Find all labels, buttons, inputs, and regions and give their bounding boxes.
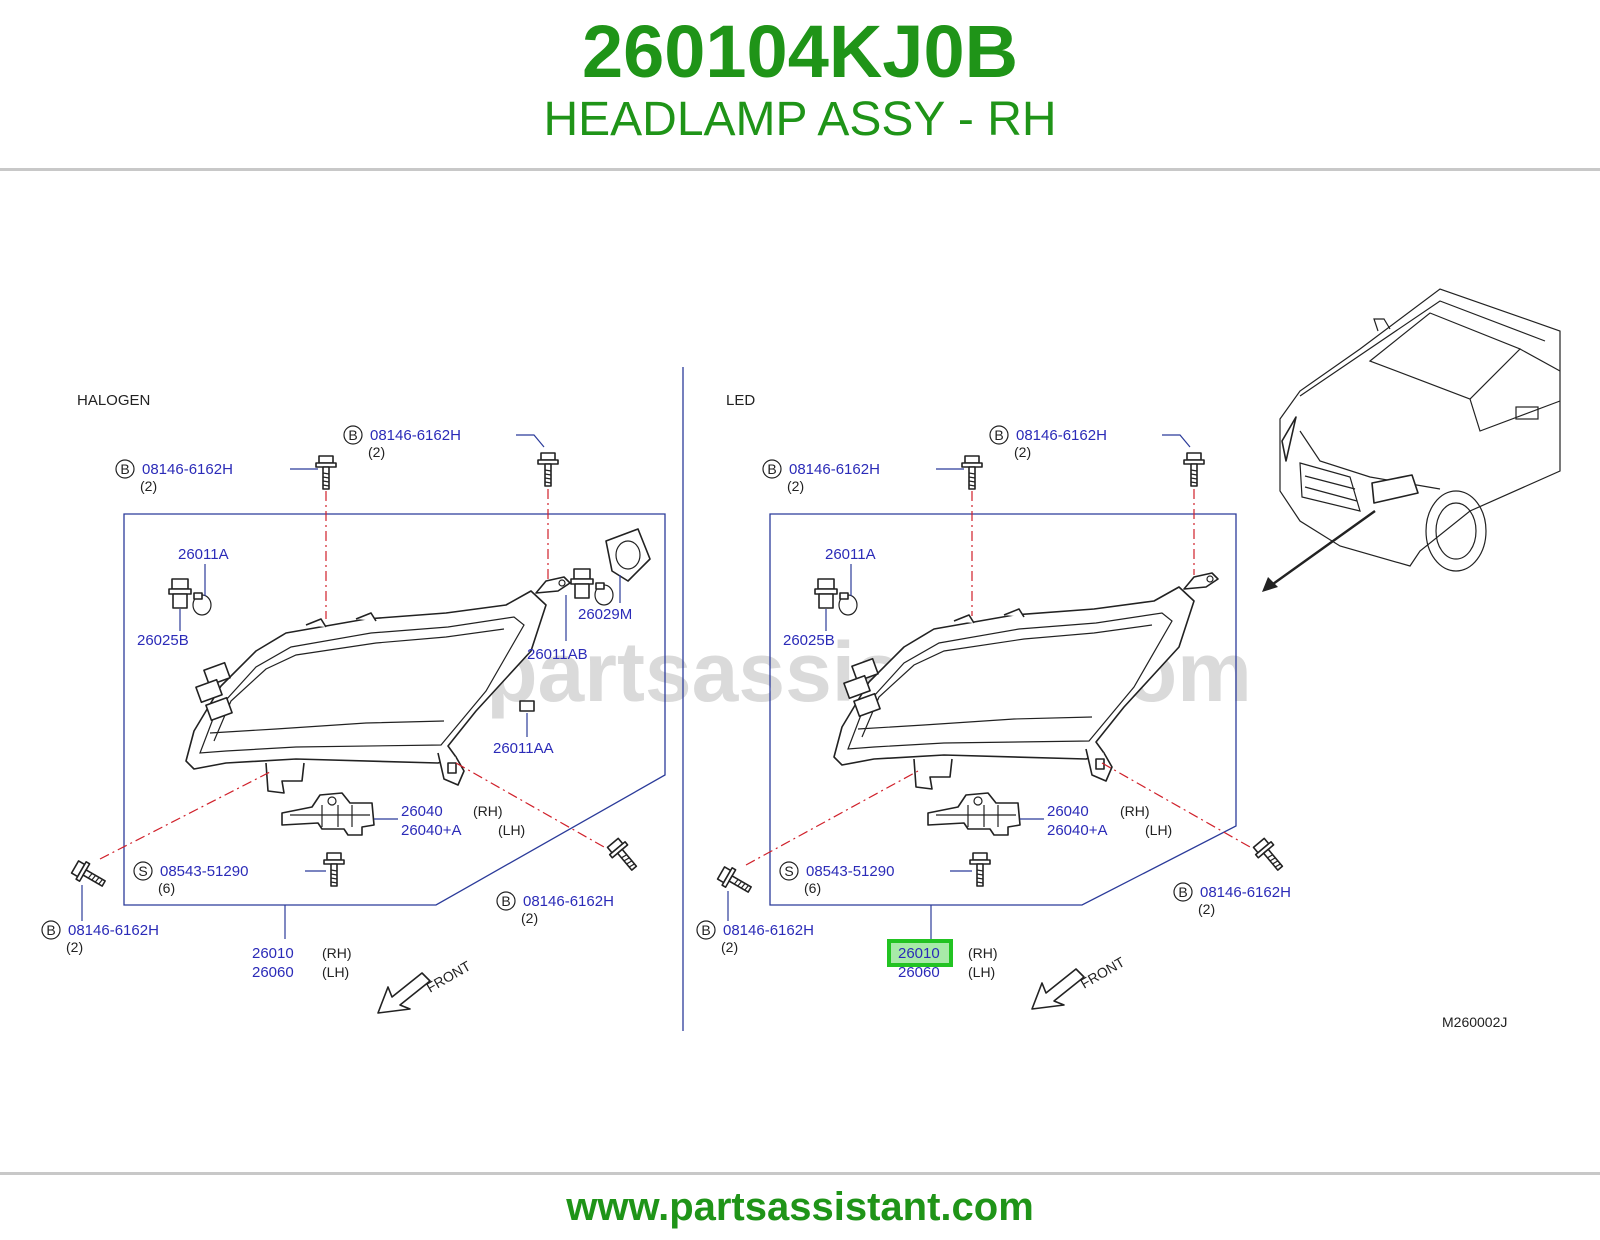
halogen-bolt-top-left-part: 08146-6162H — [142, 461, 233, 478]
diagram-code: M260002J — [1442, 1014, 1507, 1030]
halogen-bracket-icon — [281, 792, 375, 836]
led-bolt-bottom-left-part: 08146-6162H — [723, 922, 814, 939]
halogen-cap-part: 26029M — [578, 606, 632, 623]
led-assy-rh-part[interactable]: 26010 — [898, 945, 940, 962]
halogen-bracket-lh-side: (LH) — [498, 822, 525, 838]
halogen-bolt-top-left-symbol-circle — [115, 459, 135, 479]
halogen-label: HALOGEN — [77, 392, 150, 409]
led-bolt-bottom-left-symbol: B — [701, 922, 710, 938]
halogen-bolt-bottom-right-icon — [604, 835, 643, 876]
halogen-bracket-rh-side: (RH) — [473, 803, 503, 819]
halogen-bolt-top-left-symbol: B — [120, 461, 129, 477]
led-bolt-bottom-left-qty: (2) — [721, 939, 738, 955]
led-bolt-top-right-qty: (2) — [1014, 444, 1031, 460]
led-screw-icon — [969, 852, 991, 887]
halogen-small-bulb-icon — [519, 700, 535, 712]
led-bulb-part: 26025B — [783, 632, 835, 649]
led-socket-part: 26011A — [825, 546, 876, 563]
led-assy-lh-part: 26060 — [898, 964, 940, 981]
vehicle-location-sketch — [1262, 288, 1561, 592]
led-bolt-top-right-icon — [1183, 452, 1205, 487]
led-front-label: FRONT — [1078, 953, 1128, 991]
page-header: 260104KJ0B HEADLAMP ASSY - RH — [0, 0, 1600, 168]
halogen-screw-symbol-circle — [133, 861, 153, 881]
halogen-bolt-bottom-left-symbol-circle — [41, 920, 61, 940]
led-bolt-top-left-symbol: B — [767, 461, 776, 477]
led-bolt-bottom-right-symbol-circle — [1173, 882, 1193, 902]
led-section: LED B 08146-6162H (2) B 08146-6162H (2) … — [696, 392, 1291, 1010]
led-front-arrow-icon — [1031, 968, 1085, 1010]
halogen-small-bulb-part: 26011AA — [493, 740, 554, 757]
halogen-assy-rh-side: (RH) — [322, 945, 352, 961]
led-bracket-icon — [927, 792, 1021, 836]
halogen-assy-lh-part: 26060 — [252, 964, 294, 981]
halogen-bolt-top-right-symbol-circle — [343, 425, 363, 445]
halogen-bolt-top-right-icon — [537, 452, 559, 487]
footer-website[interactable]: www.partsassistant.com — [566, 1185, 1034, 1229]
halogen-bolt-top-left-icon — [315, 455, 337, 490]
led-bolt-bottom-right-qty: (2) — [1198, 901, 1215, 917]
parts-diagram: www.partsassistant.com HALOGEN B 08146-6… — [41, 288, 1561, 1031]
halogen-bolt-bottom-left-icon — [69, 857, 110, 893]
halogen-section: HALOGEN B 08146-6162H (2) B 08146-6162H … — [41, 392, 666, 1014]
halogen-main-socket-part: 26011AB — [527, 646, 588, 663]
halogen-frame — [123, 513, 666, 906]
led-bolt-bottom-left-icon — [715, 863, 756, 899]
led-screw-part: 08543-51290 — [806, 863, 894, 880]
halogen-bolt-bottom-right-qty: (2) — [521, 910, 538, 926]
halogen-main-socket-icon — [570, 568, 614, 606]
halogen-bolt-bottom-left-qty: (2) — [66, 939, 83, 955]
halogen-bolt-top-right-part: 08146-6162H — [370, 427, 461, 444]
led-bolt-top-left-symbol-circle — [762, 459, 782, 479]
led-label: LED — [726, 392, 755, 409]
led-bracket-rh-part: 26040 — [1047, 803, 1089, 820]
footer-divider — [0, 1172, 1600, 1175]
led-bolt-top-left-part: 08146-6162H — [789, 461, 880, 478]
halogen-screw-qty: (6) — [158, 880, 175, 896]
halogen-bolt-bottom-right-part: 08146-6162H — [523, 893, 614, 910]
led-screw-symbol: S — [784, 863, 793, 879]
led-bolt-top-right-symbol: B — [994, 427, 1003, 443]
highlighted-part-box[interactable] — [887, 939, 953, 967]
led-assy-lh-side: (LH) — [968, 964, 995, 980]
halogen-screw-icon — [323, 852, 345, 887]
halogen-bracket-lh-part: 26040+A — [401, 822, 461, 839]
part-number-title: 260104KJ0B — [581, 10, 1019, 93]
halogen-bolt-bottom-right-symbol: B — [501, 893, 510, 909]
halogen-bolt-top-left-qty: (2) — [140, 478, 157, 494]
halogen-socket-part: 26011A — [178, 546, 229, 563]
led-bolt-bottom-right-part: 08146-6162H — [1200, 884, 1291, 901]
led-bolt-bottom-right-icon — [1250, 835, 1289, 876]
led-bracket-lh-part: 26040+A — [1047, 822, 1107, 839]
led-bolt-top-right-symbol-circle — [989, 425, 1009, 445]
led-screw-qty: (6) — [804, 880, 821, 896]
halogen-bolt-top-right-symbol: B — [348, 427, 357, 443]
halogen-bolt-top-right-qty: (2) — [368, 444, 385, 460]
led-bracket-lh-side: (LH) — [1145, 822, 1172, 838]
led-bracket-rh-side: (RH) — [1120, 803, 1150, 819]
led-frame — [769, 513, 1237, 906]
led-bolt-bottom-right-symbol: B — [1178, 884, 1187, 900]
halogen-bulb-part: 26025B — [137, 632, 189, 649]
halogen-bolt-bottom-right-symbol-circle — [496, 891, 516, 911]
halogen-front-arrow-icon — [377, 972, 431, 1014]
halogen-front-label: FRONT — [424, 957, 474, 995]
led-bolt-bottom-left-symbol-circle — [696, 920, 716, 940]
halogen-assy-lh-side: (LH) — [322, 964, 349, 980]
led-assy-rh-side: (RH) — [968, 945, 998, 961]
part-description: HEADLAMP ASSY - RH — [543, 93, 1057, 146]
led-bolt-top-right-part: 08146-6162H — [1016, 427, 1107, 444]
halogen-screw-part: 08543-51290 — [160, 863, 248, 880]
halogen-bracket-rh-part: 26040 — [401, 803, 443, 820]
led-screw-symbol-circle — [779, 861, 799, 881]
header-divider — [0, 168, 1600, 171]
halogen-bolt-bottom-left-symbol: B — [46, 922, 55, 938]
halogen-screw-symbol: S — [138, 863, 147, 879]
halogen-bolt-bottom-left-part: 08146-6162H — [68, 922, 159, 939]
led-bolt-top-left-icon — [961, 455, 983, 490]
led-bolt-top-left-qty: (2) — [787, 478, 804, 494]
halogen-assy-rh-part: 26010 — [252, 945, 294, 962]
